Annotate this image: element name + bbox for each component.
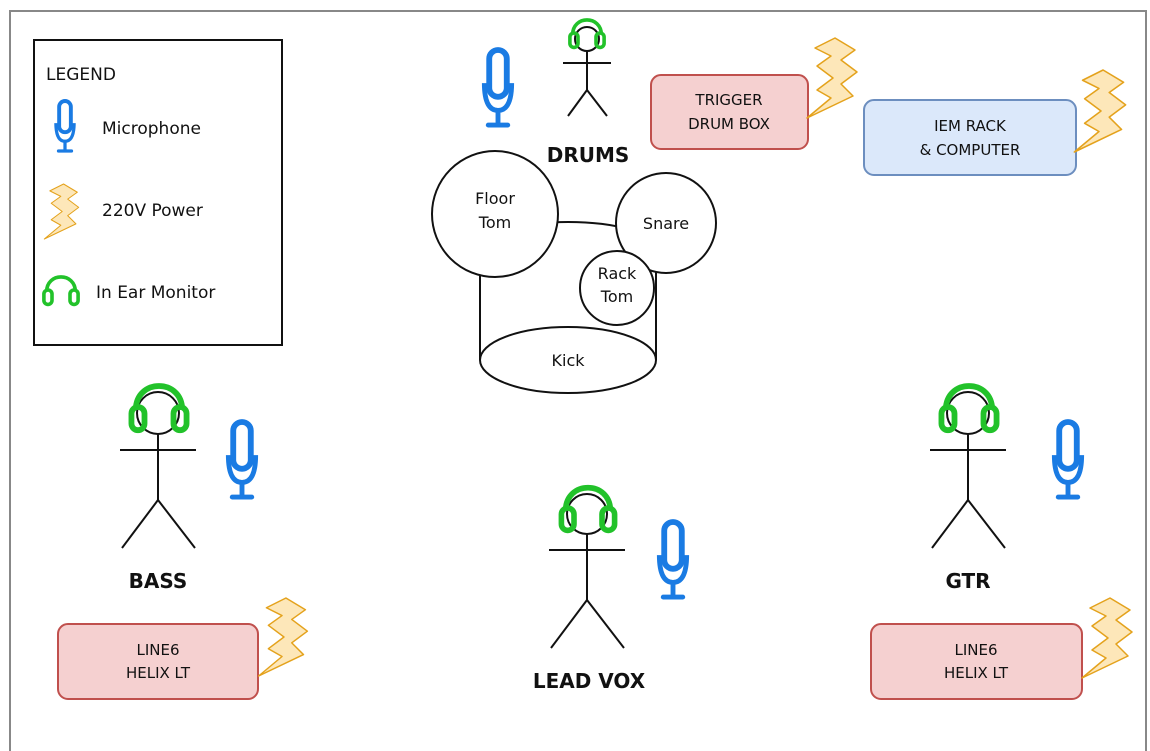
legend-iem-label: In Ear Monitor: [96, 283, 215, 303]
rack-tom: Rack Tom: [579, 250, 655, 326]
bass-figure: [120, 386, 196, 549]
rack-tom-label-line1: Rack: [598, 264, 637, 283]
bass-helix-line1: LINE6: [136, 641, 179, 659]
drums-label: DRUMS: [547, 143, 630, 167]
bass-helix-box: [57, 623, 259, 700]
legend: LEGEND Microphone 220V Power In Ear Moni…: [33, 39, 283, 346]
rack-tom-label-line2: Tom: [600, 287, 633, 306]
bass-position: BASS LINE6 HELIX LT: [57, 386, 309, 700]
gtr-helix-line1: LINE6: [954, 641, 997, 659]
trigger-box-line1: TRIGGER: [694, 91, 762, 109]
kick-label: Kick: [552, 351, 586, 370]
legend-power-label: 220V Power: [102, 201, 203, 221]
bass-label: BASS: [129, 569, 188, 593]
trigger-box-line2: DRUM BOX: [688, 115, 770, 133]
lead-vox-label: LEAD VOX: [533, 669, 646, 693]
snare-label: Snare: [643, 214, 689, 233]
gtr-helix-line2: HELIX LT: [944, 664, 1009, 682]
gtr-label: GTR: [945, 569, 990, 593]
bass-helix-line2: HELIX LT: [126, 664, 191, 682]
floor-tom-label-line1: Floor: [475, 189, 515, 208]
legend-microphone-label: Microphone: [102, 119, 201, 139]
snare-drum: Snare: [615, 172, 717, 274]
floor-tom: Floor Tom: [431, 150, 559, 278]
gtr-helix-box: [870, 623, 1083, 700]
lead-vox-figure: [549, 488, 625, 649]
trigger-drum-box: TRIGGER DRUM BOX: [650, 37, 858, 150]
iem-rack-box: IEM RACK & COMPUTER: [863, 69, 1127, 176]
gtr-position: GTR LINE6 HELIX LT: [870, 386, 1133, 700]
gtr-figure: [930, 386, 1006, 549]
legend-title: LEGEND: [46, 65, 116, 85]
drums-area: DRUMS Kick Floor Tom Snare Rack Tom: [431, 18, 717, 394]
drummer-figure: [563, 18, 611, 117]
floor-tom-label-line2: Tom: [478, 213, 511, 232]
lead-vox-position: LEAD VOX: [533, 488, 687, 693]
iem-box-line1: IEM RACK: [934, 117, 1007, 135]
iem-box-line2: & COMPUTER: [920, 141, 1021, 159]
